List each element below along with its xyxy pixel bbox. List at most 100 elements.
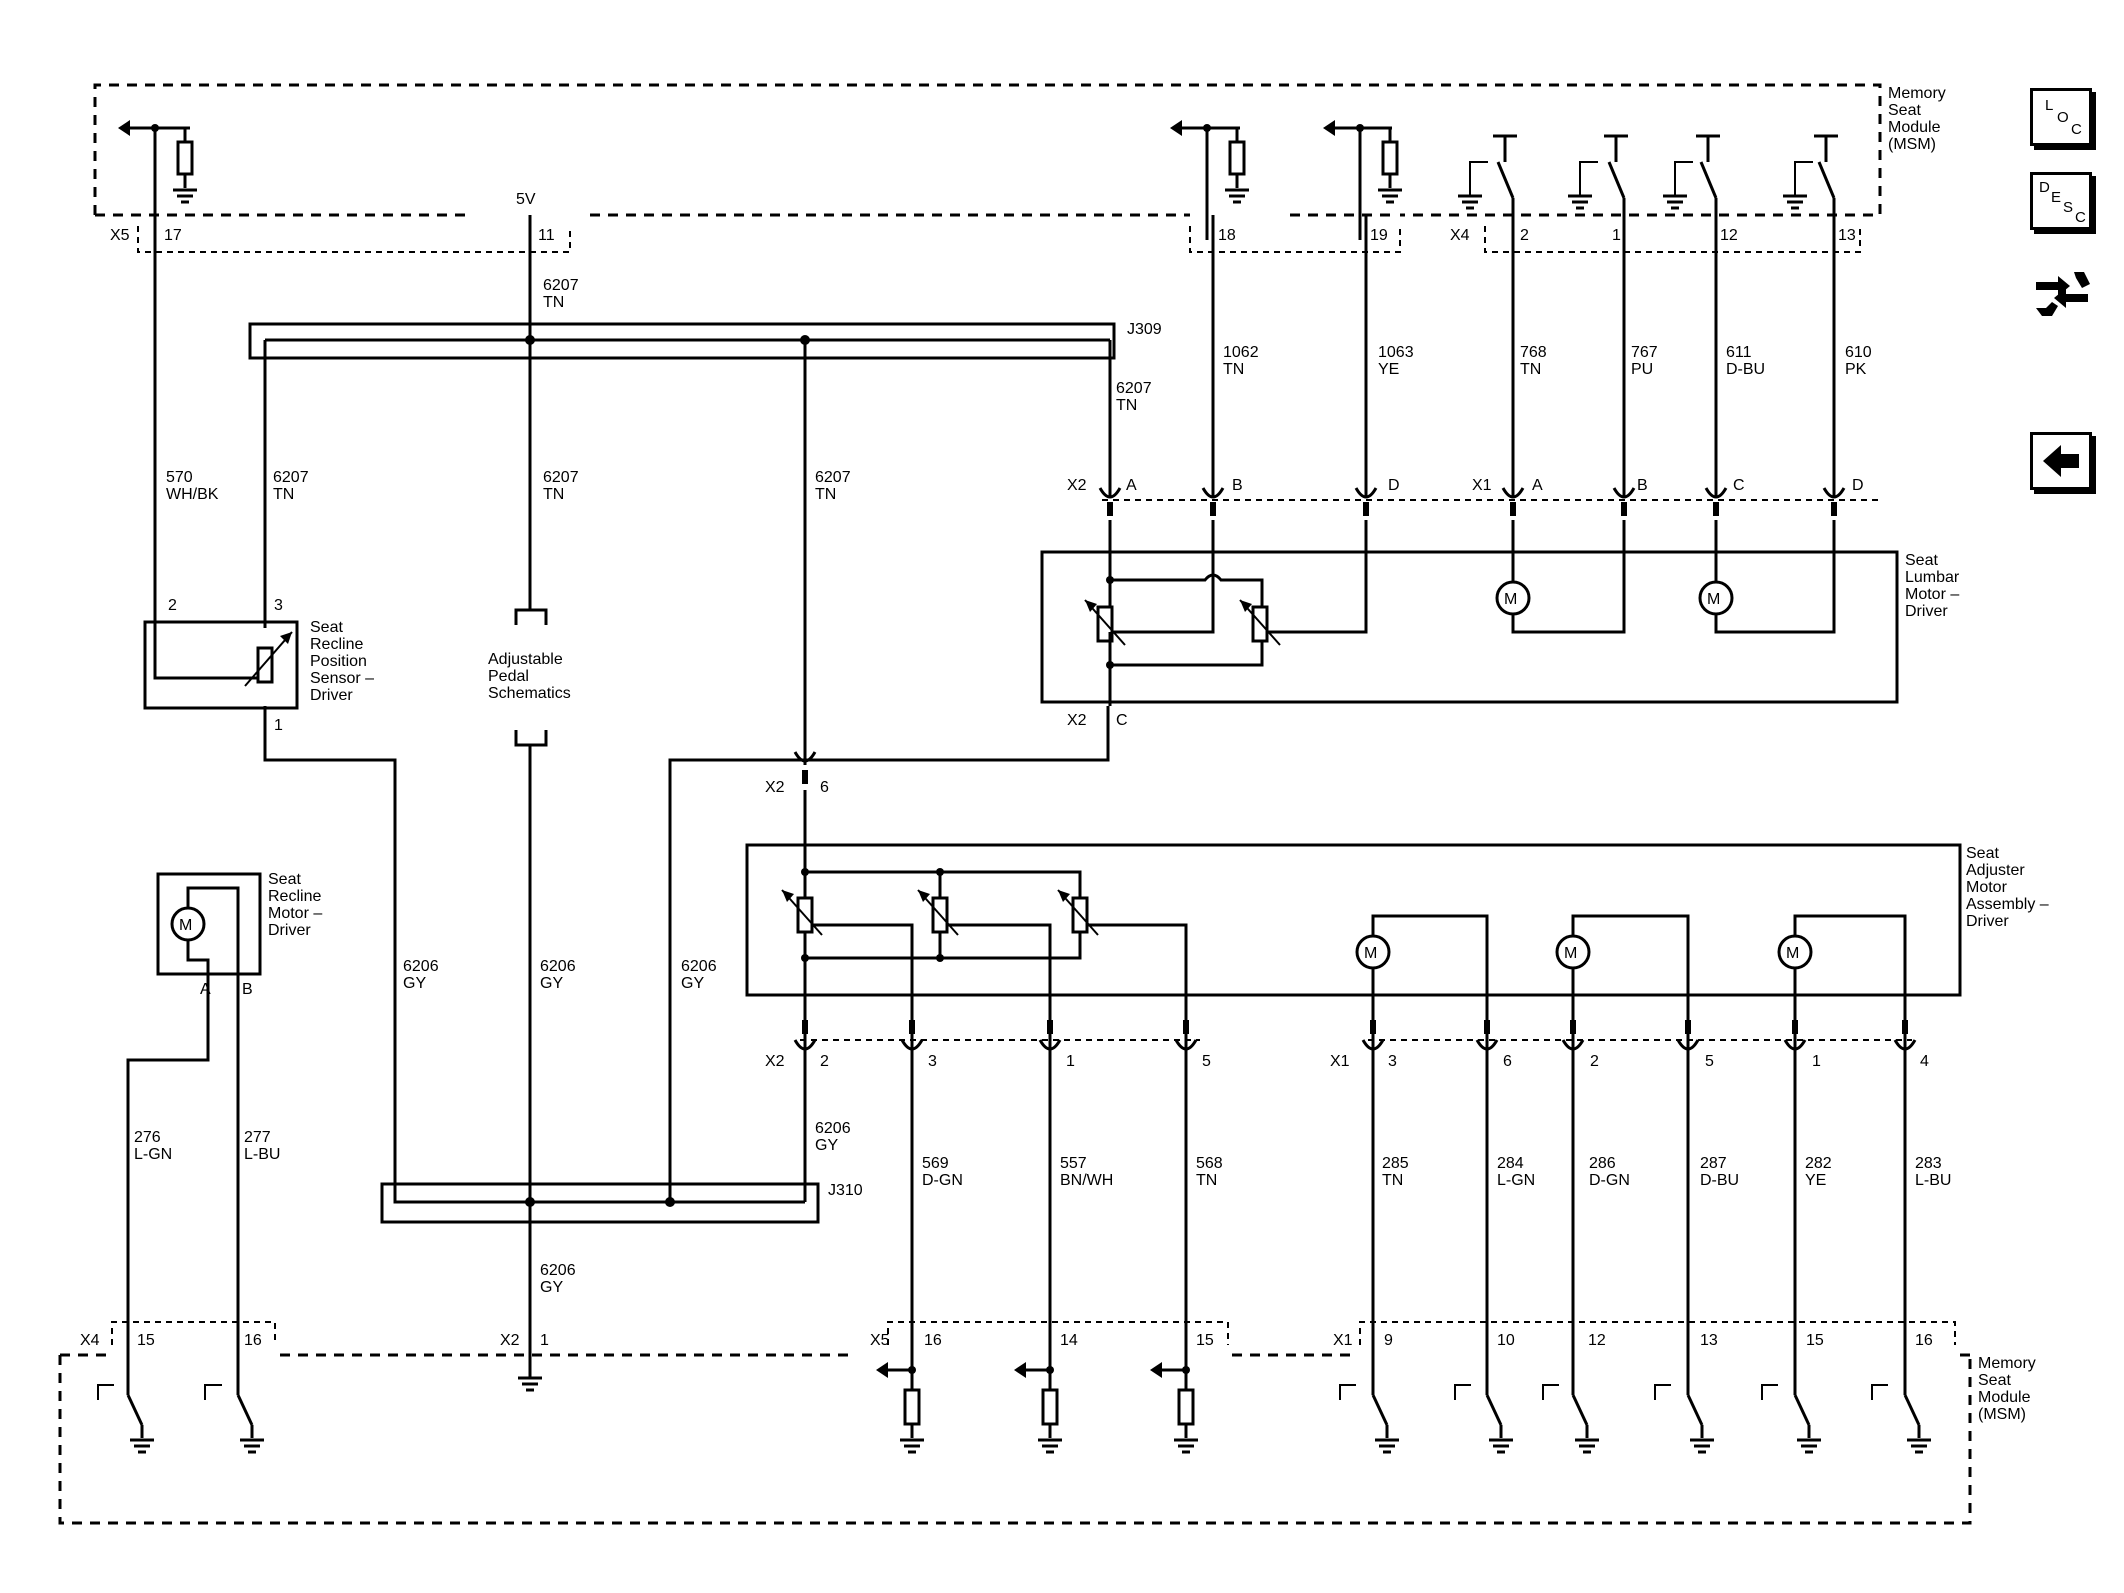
- svg-text:1: 1: [540, 1332, 549, 1349]
- svg-text:15: 15: [1806, 1332, 1824, 1349]
- svg-text:10: 10: [1497, 1332, 1515, 1349]
- seat-adjuster: X2 6 M M M X2 2 3 1 5 X1: [745, 750, 2049, 1070]
- svg-text:X5: X5: [870, 1332, 890, 1349]
- connector-icon-glyph: [2036, 272, 2090, 316]
- svg-text:C: C: [1116, 712, 1128, 729]
- svg-text:6: 6: [820, 779, 829, 796]
- top-connectors: X5 17 5V 11 18 19 X4 2 1 12 13: [110, 191, 1861, 253]
- svg-text:1: 1: [1066, 1053, 1075, 1070]
- svg-text:14: 14: [1060, 1332, 1078, 1349]
- svg-text:M: M: [1786, 945, 1799, 962]
- svg-text:5: 5: [1705, 1053, 1714, 1070]
- svg-text:B: B: [1637, 477, 1648, 494]
- svg-text:13: 13: [1838, 227, 1856, 244]
- svg-text:X5: X5: [110, 227, 130, 244]
- splice-j310: J310: [828, 1182, 863, 1199]
- svg-text:A: A: [1532, 477, 1543, 494]
- svg-text:16: 16: [924, 1332, 942, 1349]
- svg-text:3: 3: [928, 1053, 937, 1070]
- svg-text:M: M: [1504, 591, 1517, 608]
- svg-text:X1: X1: [1333, 1332, 1353, 1349]
- svg-text:A: A: [1126, 477, 1137, 494]
- svg-text:B: B: [242, 981, 253, 998]
- svg-text:5: 5: [1202, 1053, 1211, 1070]
- svg-text:X2: X2: [765, 1053, 785, 1070]
- svg-text:11: 11: [538, 227, 555, 244]
- wires: [126, 215, 1907, 1395]
- svg-text:M: M: [1564, 945, 1577, 962]
- svg-text:X1: X1: [1330, 1053, 1350, 1070]
- svg-text:X1: X1: [1472, 477, 1492, 494]
- svg-text:16: 16: [244, 1332, 262, 1349]
- svg-text:X2: X2: [1067, 712, 1087, 729]
- svg-text:D: D: [1388, 477, 1400, 494]
- svg-text:18: 18: [1218, 227, 1236, 244]
- svg-text:6: 6: [1503, 1053, 1512, 1070]
- svg-text:5V: 5V: [516, 191, 536, 208]
- svg-text:3: 3: [1388, 1053, 1397, 1070]
- svg-text:16: 16: [1915, 1332, 1933, 1349]
- svg-text:13: 13: [1700, 1332, 1718, 1349]
- bottom-switches: [97, 1384, 1933, 1454]
- svg-text:D: D: [1852, 477, 1864, 494]
- svg-text:17: 17: [164, 227, 182, 244]
- svg-text:X2: X2: [1067, 477, 1087, 494]
- svg-text:19: 19: [1370, 227, 1388, 244]
- back-button[interactable]: [2030, 432, 2092, 490]
- svg-text:X4: X4: [80, 1332, 100, 1349]
- bottom-resistors: [876, 1362, 1200, 1454]
- connector-icon[interactable]: [2030, 262, 2094, 326]
- x4-switches: [1456, 134, 1840, 240]
- svg-text:M: M: [1364, 945, 1377, 962]
- svg-text:M: M: [179, 917, 192, 934]
- svg-text:X2: X2: [765, 779, 785, 796]
- svg-text:2: 2: [168, 597, 177, 614]
- svg-text:9: 9: [1384, 1332, 1393, 1349]
- svg-text:4: 4: [1920, 1053, 1929, 1070]
- svg-text:12: 12: [1720, 227, 1738, 244]
- svg-text:15: 15: [137, 1332, 155, 1349]
- svg-text:12: 12: [1588, 1332, 1606, 1349]
- loc-button[interactable]: L O C: [2030, 88, 2092, 146]
- svg-text:2: 2: [1590, 1053, 1599, 1070]
- svg-text:2: 2: [1520, 227, 1529, 244]
- desc-button[interactable]: D E S C: [2030, 172, 2092, 230]
